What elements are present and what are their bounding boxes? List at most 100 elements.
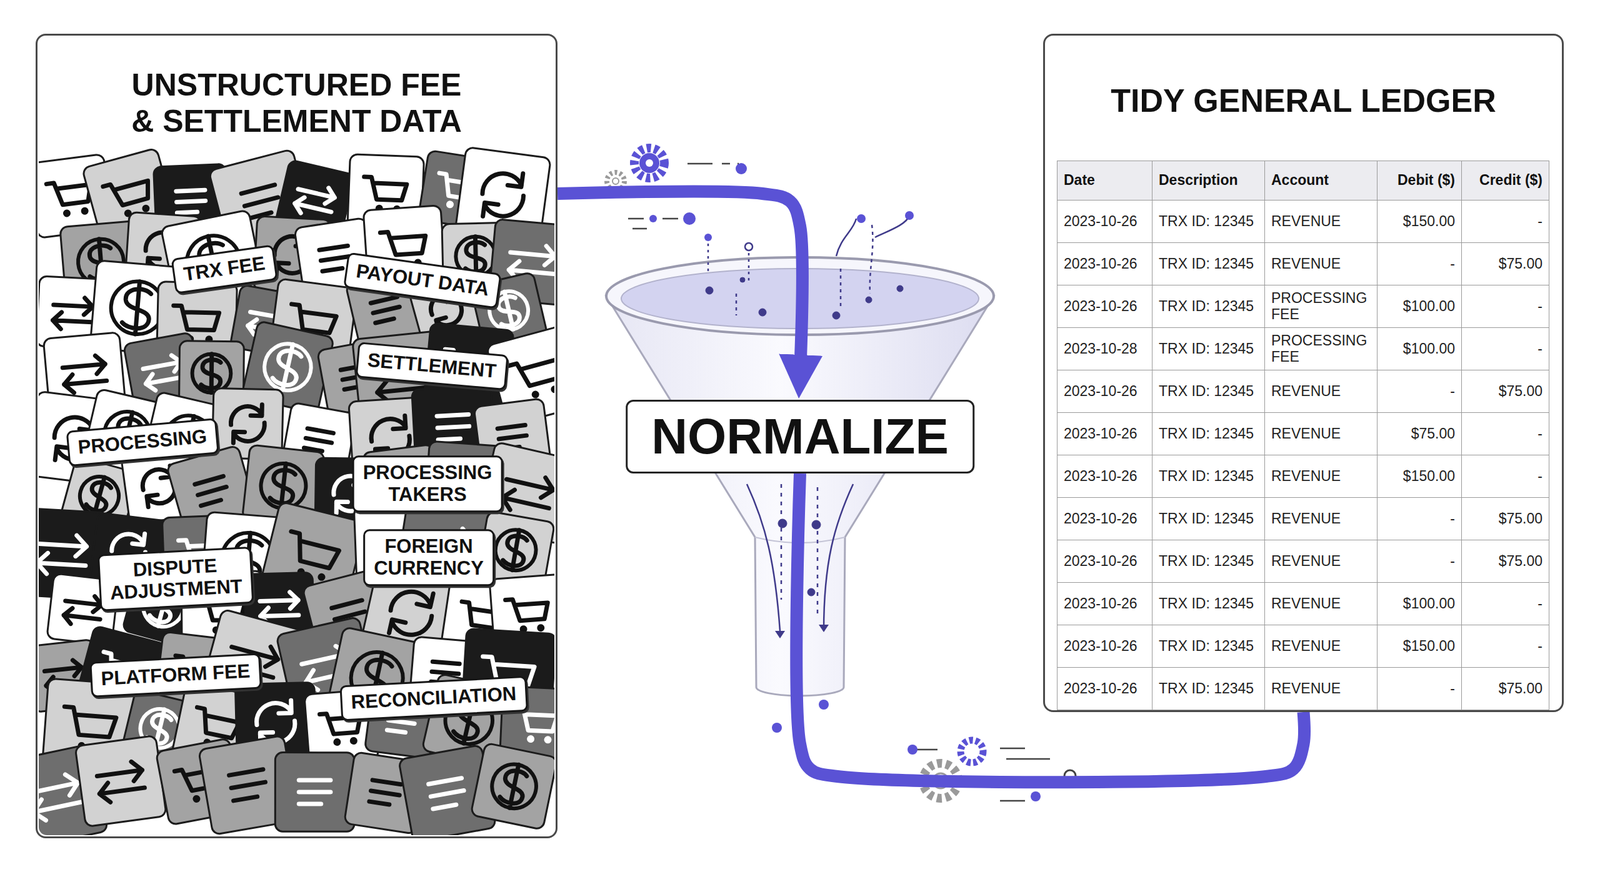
cart-wheel <box>80 206 89 215</box>
cell-text: REVENUE <box>1271 638 1341 655</box>
tile-glyph <box>38 533 88 577</box>
tile-glyph <box>298 780 331 805</box>
cell-text: TRX ID: 12345 <box>1158 340 1254 357</box>
tile-glyph <box>52 296 94 332</box>
tile-glyph <box>505 597 549 623</box>
table-cell: $100.00 <box>1377 583 1462 626</box>
cell-text: $100.00 <box>1403 595 1455 612</box>
cell-text: TRX ID: 12345 <box>1158 255 1254 272</box>
tile-glyph <box>95 760 146 804</box>
label-tile: FOREIGN CURRENCY <box>363 529 495 587</box>
table-cell: PROCESSING FEE <box>1265 328 1378 371</box>
table-row: 2023-10-26TRX ID: 12345REVENUE$150.00- <box>1057 625 1550 669</box>
cell-text: REVENUE <box>1271 255 1341 272</box>
column-header: Credit ($) <box>1479 171 1543 189</box>
cart-wheel <box>349 737 358 746</box>
table-cell: 2023-10-26 <box>1057 455 1153 499</box>
table-cell: - <box>1377 668 1462 711</box>
tile-glyph <box>293 181 337 220</box>
cell-text: - <box>1537 638 1543 655</box>
ledger-table: Date Description Account Debit ($) Credit ($… <box>1056 160 1550 711</box>
column-header: Debit ($) <box>1397 171 1455 189</box>
table-cell: - <box>1461 328 1550 371</box>
icon-tile <box>75 735 167 827</box>
table-cell: $75.00 <box>1461 540 1550 584</box>
cell-text: - <box>1450 553 1455 570</box>
cell-text: TRX ID: 12345 <box>1158 425 1254 442</box>
tile-glyph <box>173 305 220 330</box>
table-cell: REVENUE <box>1265 540 1378 584</box>
cell-text: TRX ID: 12345 <box>1158 510 1254 527</box>
cart-wheel <box>550 385 555 395</box>
tile-glyph <box>380 230 427 257</box>
label-tile: TRX FEE <box>170 244 278 294</box>
cell-text: 2023-10-26 <box>1063 680 1138 697</box>
table-cell: $75.00 <box>1461 243 1550 286</box>
table-cell: 2023-10-26 <box>1057 200 1153 244</box>
cell-text: $75.00 <box>1498 255 1543 272</box>
table-cell: Date <box>1057 161 1153 201</box>
column-header: Description <box>1158 171 1239 189</box>
cell-text: REVENUE <box>1271 468 1341 485</box>
label-tile: RECONCILIATION <box>339 676 528 722</box>
table-cell: REVENUE <box>1265 455 1378 499</box>
table-cell: TRX ID: 12345 <box>1152 540 1265 584</box>
pipe-connector <box>557 191 803 373</box>
tile-glyph <box>260 592 300 625</box>
table-cell: TRX ID: 12345 <box>1152 200 1265 244</box>
icon-tile <box>275 753 355 833</box>
cell-text: REVENUE <box>1271 553 1341 570</box>
table-cell: - <box>1377 370 1462 414</box>
tile-glyph <box>303 428 334 453</box>
coin-ring <box>191 353 231 393</box>
table-cell: 2023-10-26 <box>1057 625 1153 669</box>
tile-glyph <box>192 707 242 740</box>
table-cell: - <box>1461 583 1550 626</box>
cell-text: TRX ID: 12345 <box>1158 298 1254 315</box>
tile-glyph <box>103 175 153 210</box>
panel-box: TIDY GENERAL LEDGERDateDescriptionAccoun… <box>1043 33 1564 713</box>
cell-text: - <box>1450 383 1455 400</box>
table-cell: 2023-10-26 <box>1057 243 1153 286</box>
table-cell: REVENUE <box>1265 200 1378 244</box>
table-cell: - <box>1461 413 1550 456</box>
table-cell: $150.00 <box>1377 455 1462 499</box>
cell-text: $75.00 <box>1498 510 1543 527</box>
cart-wheel <box>191 795 201 804</box>
table-cell: Account <box>1265 161 1378 201</box>
cell-text: REVENUE <box>1271 680 1341 697</box>
table-cell: - <box>1377 243 1462 286</box>
table-cell: TRX ID: 12345 <box>1152 668 1265 711</box>
cart-wheel <box>62 209 71 218</box>
label-tile: SETTLEMENT <box>355 341 509 390</box>
cell-text: REVENUE <box>1271 383 1341 400</box>
cell-text: - <box>1450 680 1455 697</box>
table-cell: $150.00 <box>1377 200 1462 244</box>
table-cell: PROCESSING FEE <box>1265 285 1378 329</box>
node-label: TRX FEE <box>182 253 267 287</box>
node-label: FOREIGN CURRENCY <box>373 536 484 580</box>
tile-glyph <box>498 762 529 810</box>
tile-glyph <box>62 706 117 738</box>
table-cell: TRX ID: 12345 <box>1152 370 1265 414</box>
cell-text: 2023-10-26 <box>1063 298 1138 315</box>
cell-text: - <box>1537 425 1543 442</box>
table-cell: Debit ($) <box>1377 161 1462 201</box>
table-cell: 2023-10-26 <box>1057 413 1153 456</box>
cell-text: 2023-10-26 <box>1063 553 1138 570</box>
table-cell: 2023-10-26 <box>1057 540 1153 584</box>
cell-text: REVENUE <box>1271 510 1341 527</box>
panel-title: UNSTRUCTURED FEE & SETTLEMENT DATA <box>121 66 472 140</box>
panel-box: UNSTRUCTURED FEE & SETTLEMENT DATA TRX FE… <box>35 33 558 839</box>
table-cell: 2023-10-26 <box>1057 498 1153 541</box>
cell-text: $75.00 <box>1498 680 1543 697</box>
table-cell: 2023-10-28 <box>1057 328 1153 371</box>
table-cell: $75.00 <box>1461 370 1550 414</box>
table-row: 2023-10-26TRX ID: 12345PROCESSING FEE$10… <box>1057 285 1550 329</box>
label-tile: PAYOUT DATA <box>343 252 502 310</box>
cell-text: REVENUE <box>1271 213 1341 230</box>
tile-glyph <box>63 593 103 628</box>
table-cell: REVENUE <box>1265 370 1378 414</box>
cell-text: $75.00 <box>1411 425 1455 442</box>
table-row: 2023-10-26TRX ID: 12345REVENUE$150.00- <box>1057 200 1550 244</box>
